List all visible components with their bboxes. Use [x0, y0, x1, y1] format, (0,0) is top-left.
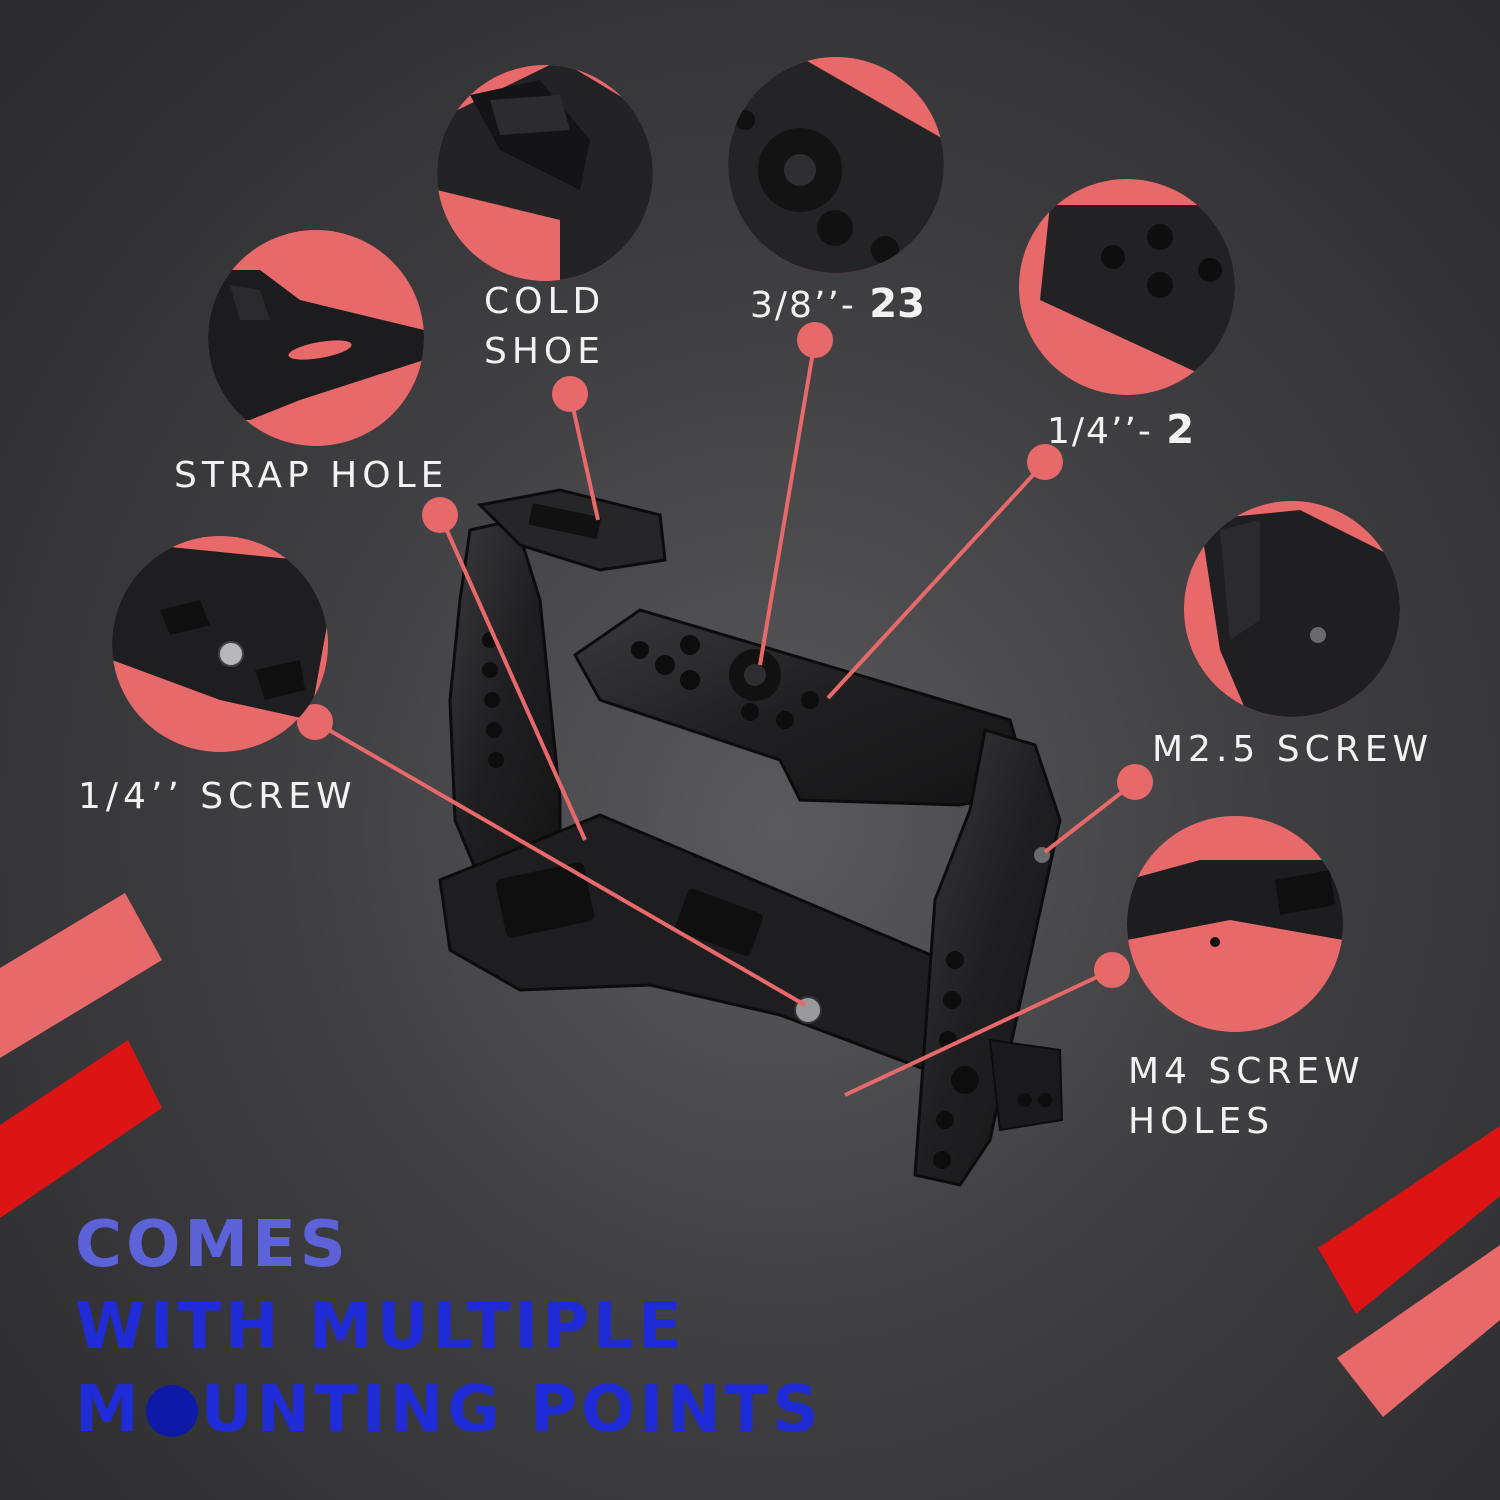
detail-circle-m4-holes — [1127, 816, 1343, 1032]
label-cold-shoe-line2: SHOE — [484, 331, 606, 372]
detail-circle-screw-14 — [112, 536, 328, 752]
label-m4-holes: M4 SCREW HOLES — [1128, 1047, 1365, 1147]
camera-cage-illustration — [438, 488, 1064, 1187]
decorative-stripes-right — [1318, 1126, 1500, 1417]
pointer-lines — [313, 339, 1137, 1097]
label-cold-shoe-line1: COLD — [484, 281, 606, 322]
decorative-stripes-left — [0, 893, 162, 1218]
label-thread-38: 3/8’’- 23 — [750, 279, 925, 331]
label-m25-screw: M2.5 SCREW — [1152, 729, 1434, 770]
label-thread-38-prefix: 3/8’’- — [750, 285, 870, 326]
label-thread-14-prefix: 1/4’’- — [1047, 411, 1167, 452]
label-m4-holes-line1: M4 SCREW — [1128, 1051, 1365, 1092]
detail-circle-thread-14 — [1019, 179, 1235, 395]
headline-line3-start: M — [75, 1373, 143, 1447]
pointer-dots — [297, 322, 1153, 988]
label-cold-shoe: COLD SHOE — [484, 277, 605, 377]
dot-o-icon — [145, 1385, 198, 1437]
detail-circle-cold-shoe — [437, 65, 653, 281]
detail-circle-strap-hole — [208, 230, 424, 446]
label-screw-14: 1/4’’ SCREW — [78, 776, 357, 817]
label-thread-14-value: 2 — [1166, 407, 1195, 453]
label-m4-holes-line2: HOLES — [1128, 1101, 1275, 1142]
label-thread-14: 1/4’’- 2 — [1047, 405, 1194, 457]
headline-line1: COMES — [75, 1208, 350, 1282]
label-thread-38-value: 23 — [869, 281, 925, 327]
headline-line2: WITH MULTIPLE — [75, 1290, 686, 1364]
headline-line3: M UNTING POINTS — [75, 1370, 823, 1450]
headline-line3-end: UNTING POINTS — [200, 1373, 823, 1447]
label-strap-hole: STRAP HOLE — [174, 455, 449, 496]
detail-circle-m25-screw — [1184, 501, 1400, 717]
detail-circle-thread-38 — [728, 57, 944, 273]
